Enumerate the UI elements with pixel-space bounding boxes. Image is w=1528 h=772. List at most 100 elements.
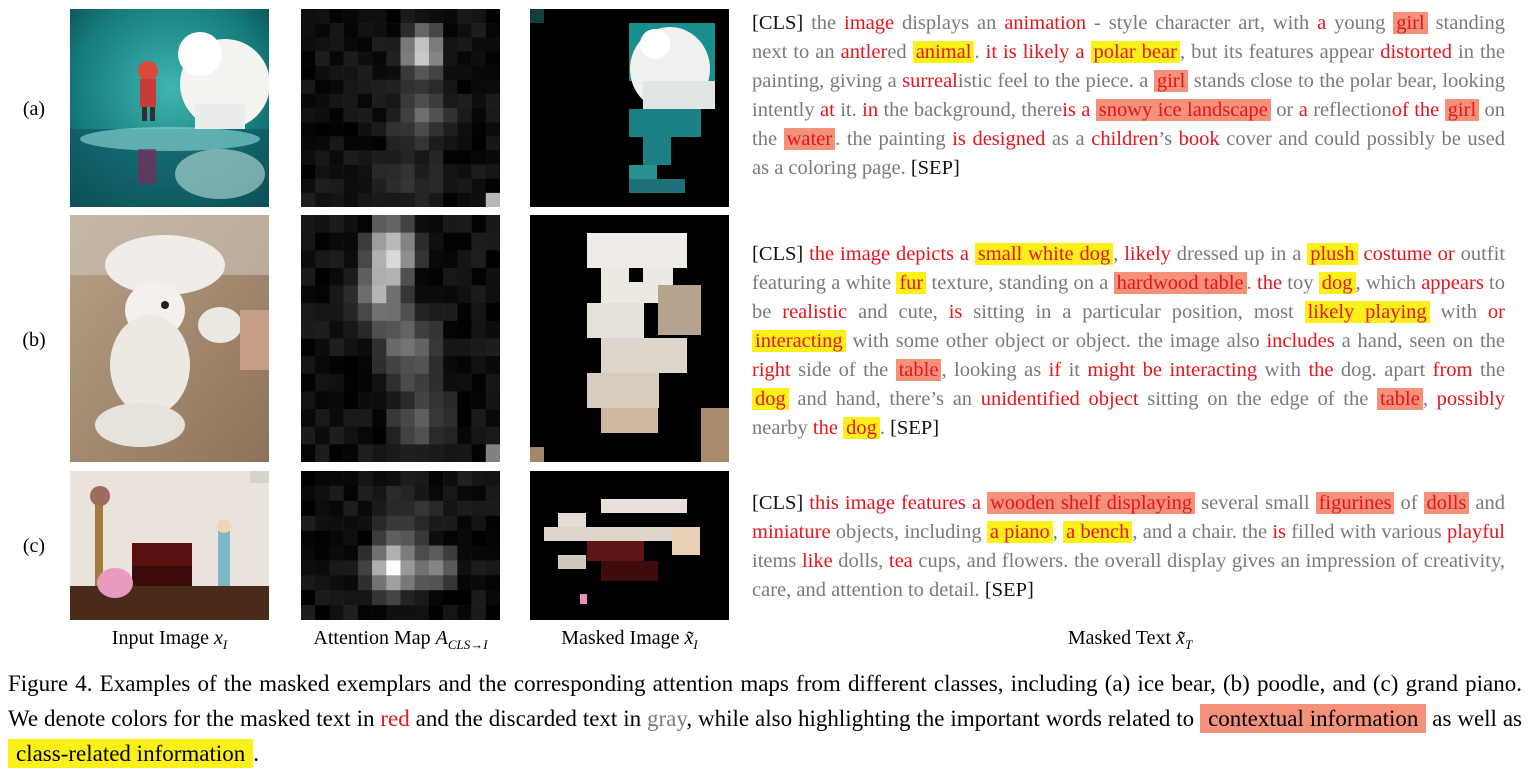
attention-cell — [414, 23, 430, 38]
text-token: on the — [752, 99, 1506, 150]
column-title-input-image: Input Image xI — [111, 627, 228, 652]
attention-cell — [471, 79, 487, 95]
attention-cell — [386, 250, 401, 269]
attention-cell — [301, 65, 316, 80]
attention-cell — [343, 500, 359, 516]
attention-cell — [329, 9, 344, 24]
text-token: distorted — [1380, 41, 1452, 63]
attention-cell — [443, 391, 458, 410]
attention-cell — [372, 65, 387, 80]
attention-cell — [301, 108, 316, 123]
attention-cell — [357, 267, 373, 286]
attention-cell — [372, 530, 387, 546]
attention-cell — [428, 426, 444, 445]
attention-cell — [357, 108, 373, 123]
attention-cell — [315, 150, 330, 165]
attention-cell — [443, 530, 458, 546]
attention-cell — [485, 515, 500, 531]
attention-cell — [400, 338, 415, 357]
row-label-a: (a) — [22, 98, 46, 120]
attention-cell — [485, 136, 500, 151]
attention-cell — [372, 108, 387, 123]
attention-cell — [443, 303, 458, 322]
text-token: [SEP] — [984, 579, 1034, 601]
attention-cell — [443, 373, 458, 392]
text-token: dog. apart — [1333, 359, 1433, 381]
attention-cell — [315, 23, 330, 38]
attention-cell — [386, 9, 401, 24]
text-token: it. — [834, 99, 863, 121]
attention-cell — [386, 391, 401, 410]
attention-cell — [315, 267, 330, 286]
attention-cell — [315, 471, 330, 487]
text-token: right — [752, 359, 791, 381]
attention-cell — [414, 93, 430, 109]
attention-cell — [357, 79, 373, 95]
attention-cell — [315, 93, 330, 109]
masked-image-a — [530, 9, 729, 207]
text-token: a — [1298, 99, 1308, 121]
attention-cell — [343, 605, 359, 620]
masked-image-c — [530, 471, 729, 620]
attention-cell — [485, 575, 500, 591]
attention-cell — [428, 23, 444, 38]
attention-cell — [443, 338, 458, 357]
attention-cell — [471, 338, 487, 357]
attention-cell — [329, 605, 344, 620]
attention-cell — [372, 605, 387, 620]
attention-cell — [357, 51, 373, 66]
attention-cell — [372, 444, 387, 462]
text-token: book — [1178, 128, 1220, 150]
attention-cell — [386, 150, 401, 165]
attention-cell — [485, 530, 500, 546]
attention-cell — [315, 65, 330, 80]
attention-cell — [386, 373, 401, 392]
attention-cell — [414, 150, 430, 165]
attention-cell — [372, 232, 387, 251]
text-token: the — [812, 417, 838, 439]
text-token: from — [1432, 359, 1473, 381]
attention-cell — [457, 373, 472, 392]
attention-cell — [315, 178, 330, 194]
attention-cell — [485, 545, 500, 561]
attention-cell — [386, 267, 401, 286]
attention-cell — [372, 373, 387, 392]
attention-cell — [414, 164, 430, 179]
attention-cell — [343, 232, 359, 251]
attention-cell — [457, 108, 472, 123]
text-token: , — [1113, 243, 1125, 265]
attention-cell — [357, 605, 373, 620]
attention-cell — [400, 356, 415, 375]
attention-cell — [414, 192, 430, 207]
attention-cell — [457, 426, 472, 445]
attention-cell — [457, 444, 472, 462]
highlighted-word: dolls — [1423, 492, 1470, 514]
attention-cell — [428, 65, 444, 80]
text-token: objects, including — [830, 521, 987, 543]
attention-cell — [457, 136, 472, 151]
attention-cell — [386, 108, 401, 123]
attention-cell — [414, 485, 430, 502]
text-token: displays an — [894, 12, 1005, 34]
attention-cell — [329, 391, 344, 410]
attention-cell — [329, 150, 344, 165]
attention-cell — [443, 164, 458, 179]
attention-cell — [443, 444, 458, 462]
attention-cell — [400, 575, 415, 591]
attention-cell — [457, 215, 472, 233]
text-token: toy — [1282, 272, 1319, 294]
attention-cell — [301, 444, 316, 462]
attention-cell — [400, 23, 415, 38]
attention-cell — [400, 500, 415, 516]
attention-cell — [414, 471, 430, 487]
attention-cell — [372, 93, 387, 109]
attention-cell — [414, 545, 430, 561]
attention-cell — [485, 500, 500, 516]
attention-cell — [414, 136, 430, 151]
attention-cell — [357, 560, 373, 576]
attention-cell — [329, 409, 344, 428]
attention-cell — [315, 320, 330, 339]
attention-cell — [343, 23, 359, 38]
text-token — [1085, 41, 1091, 63]
attention-cell — [414, 303, 430, 322]
